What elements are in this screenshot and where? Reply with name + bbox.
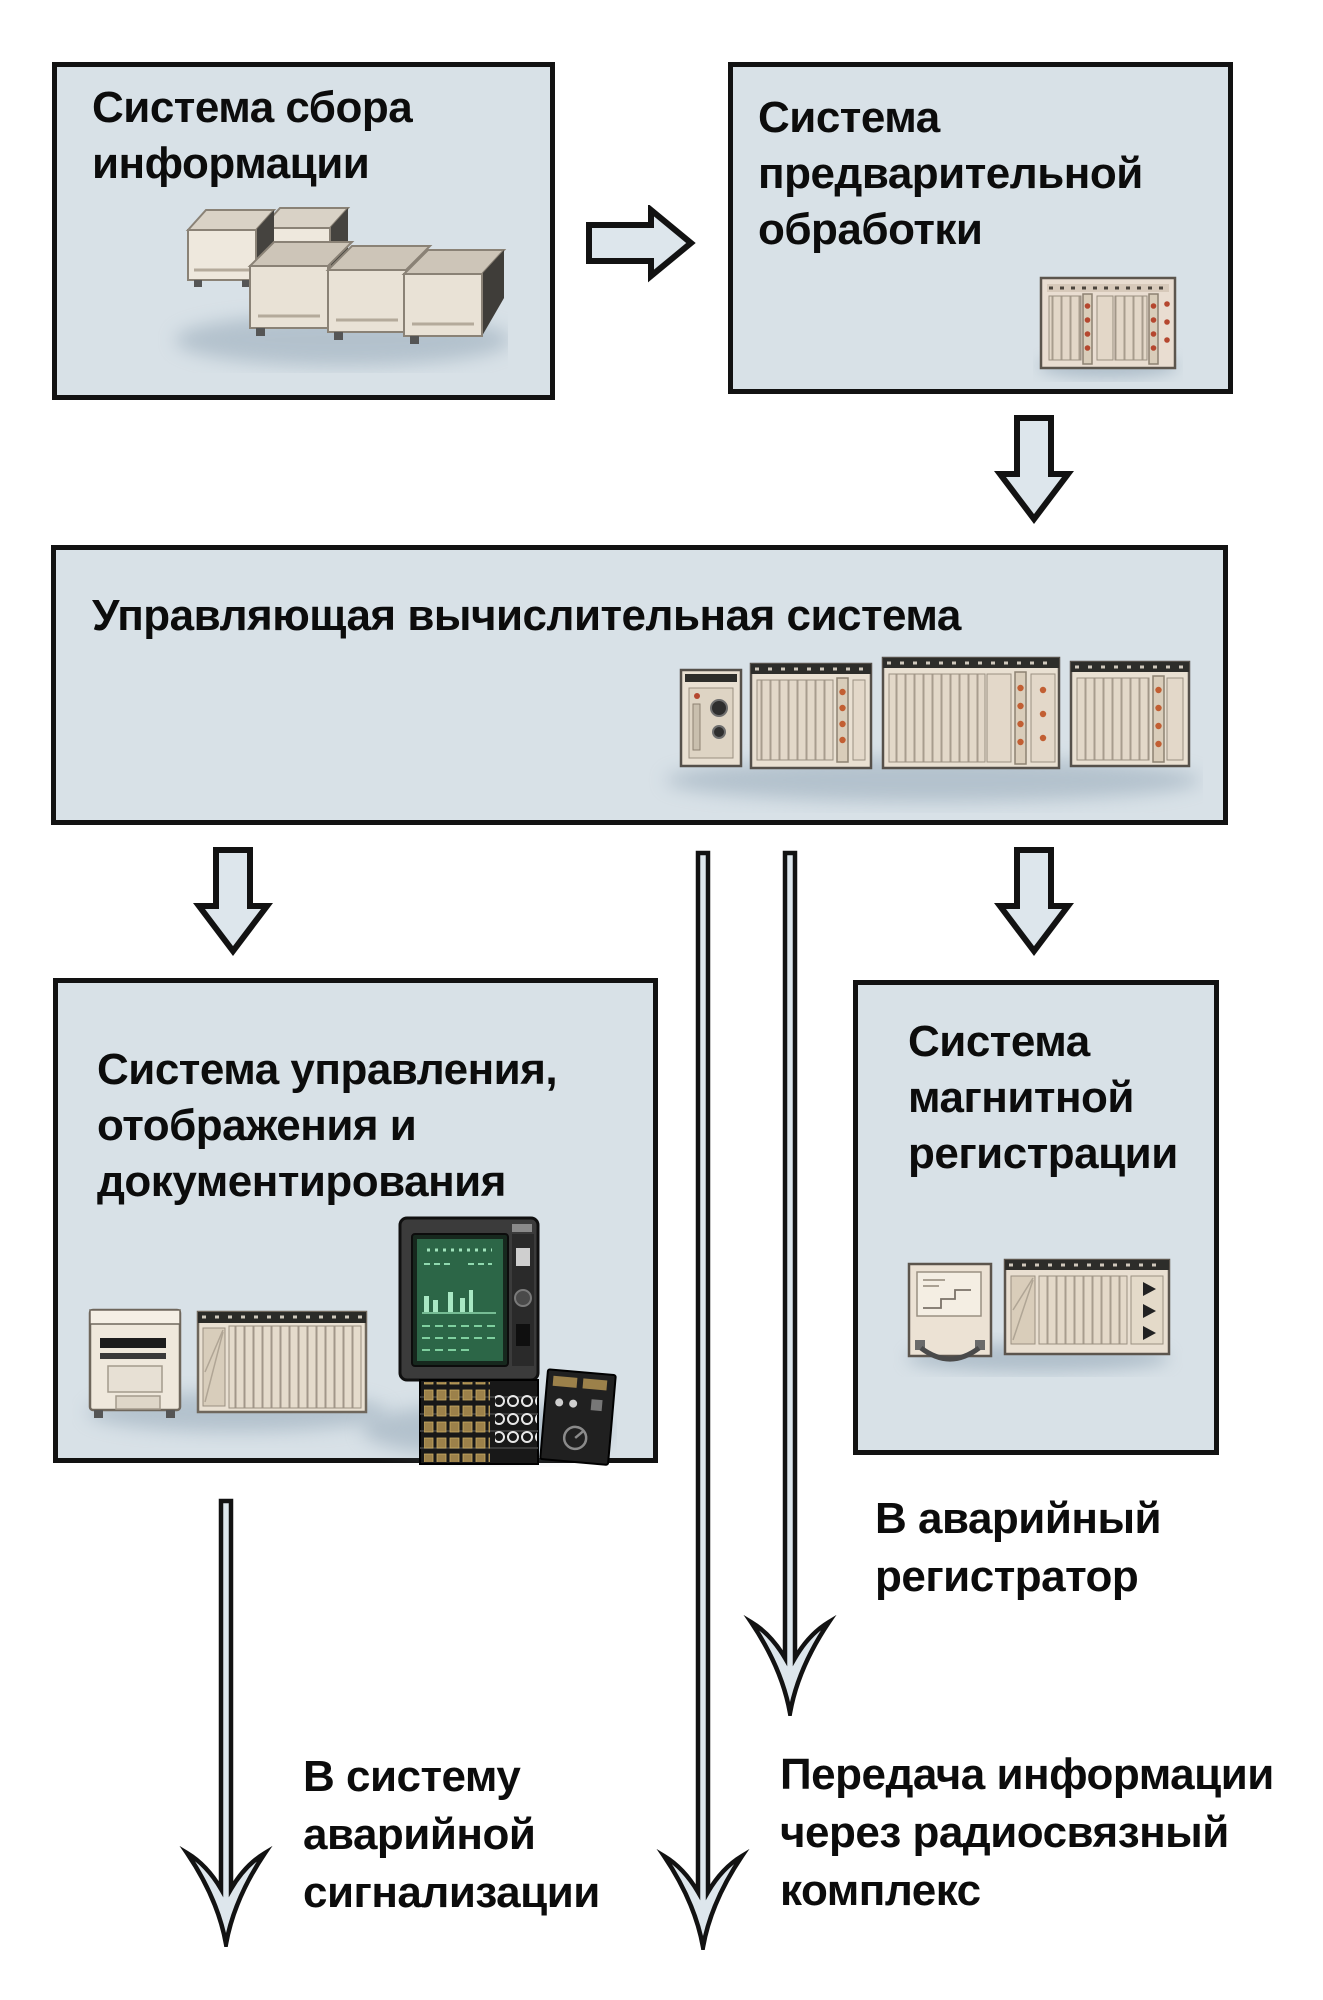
- console-workstation-photo: [72, 1212, 617, 1467]
- display-to-alarm-arrow: [178, 1498, 274, 1947]
- control-to-magnetic-arrow: [994, 846, 1074, 956]
- card-crate-photo: [1033, 270, 1183, 382]
- control-to-radio-arrow: [742, 850, 838, 1716]
- box-magnetic-recording-system: [853, 980, 1219, 1455]
- printer-unit: [88, 1308, 182, 1418]
- label-radio-transfer: Передача информации через радиосвязный к…: [780, 1750, 1274, 1915]
- control-bypass-long-arrow: [655, 850, 751, 1950]
- collect-to-preproc-arrow: [585, 205, 697, 285]
- control-to-display-arrow: [193, 846, 273, 956]
- label-emergency-recorder: В аварийный регистратор: [875, 1494, 1162, 1601]
- side-control-panel: [539, 1368, 617, 1466]
- equipment-boxes-photo: [158, 178, 508, 373]
- card-crate-unit: [196, 1310, 368, 1414]
- title-data-collection-system: Система сбора информации: [92, 83, 413, 188]
- crate-c: [1069, 660, 1191, 768]
- case-large-1: [247, 241, 355, 336]
- tape-recorder-unit: [907, 1262, 993, 1362]
- preproc-to-control-arrow: [994, 414, 1074, 524]
- recorder-and-crate-photo: [893, 1252, 1183, 1377]
- title-preprocessing-system: Система предварительной обработки: [758, 93, 1143, 254]
- title-control-computing-system: Управляющая вычислительная система: [92, 591, 961, 640]
- title-control-display-documentation-system: Система управления, отображения и докуме…: [97, 1045, 558, 1206]
- title-magnetic-recording-system: Система магнитной регистрации: [908, 1017, 1178, 1178]
- case-large-3: [401, 249, 507, 344]
- crate-unit-small: [679, 668, 743, 768]
- crate-b: [881, 656, 1061, 770]
- module-stack: [419, 1379, 539, 1465]
- crt-monitor: [398, 1216, 540, 1382]
- crate-row-photo: [643, 638, 1203, 813]
- case-small-left: [185, 209, 277, 287]
- crate-a: [749, 662, 873, 770]
- magnetic-crate-unit: [1003, 1258, 1171, 1356]
- label-alarm-system: В систему аварийной сигнализации: [303, 1752, 600, 1917]
- case-large-2: [325, 245, 433, 340]
